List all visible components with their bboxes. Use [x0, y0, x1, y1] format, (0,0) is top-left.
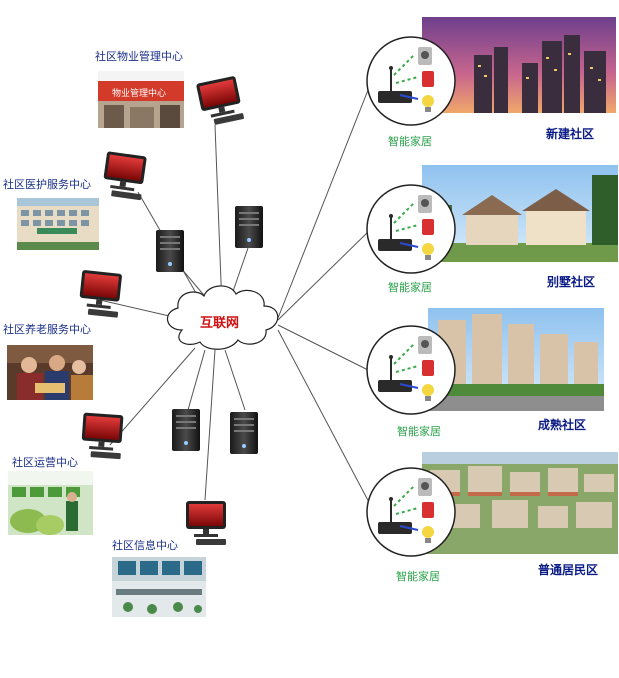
smart-home-icon: [366, 464, 456, 564]
smart-home-label: 智能家居: [388, 281, 432, 294]
desktop-computer-icon: [78, 410, 130, 466]
community-name-ordinary: 普通居民区: [538, 563, 599, 577]
tower-server-icon: [228, 410, 260, 460]
villa-community-photo: [422, 165, 618, 262]
tower-server-icon: [154, 228, 186, 278]
info-center-label: 社区信息中心: [112, 539, 178, 552]
mature-community-photo: [428, 308, 604, 411]
desktop-computer-icon: [100, 150, 152, 206]
smart-home-icon: [366, 181, 456, 281]
community-name-mature: 成熟社区: [538, 418, 587, 432]
tower-server-icon: [170, 407, 202, 457]
internet-cloud-icon: [167, 285, 279, 350]
medical-center-photo: [17, 198, 99, 250]
desktop-computer-icon: [196, 75, 248, 131]
medical-center-label: 社区医护服务中心: [3, 178, 91, 191]
internet-label: 互联网: [200, 316, 240, 331]
smart-home-label: 智能家居: [397, 425, 441, 438]
elderly-center-label: 社区养老服务中心: [3, 323, 91, 336]
property-center-label: 社区物业管理中心: [95, 50, 183, 63]
smart-home-label: 智能家居: [396, 570, 440, 583]
smart-home-label: 智能家居: [388, 135, 432, 148]
info-center-photo: [112, 557, 206, 617]
elderly-center-photo: [7, 345, 93, 400]
community-name-villa: 别墅社区: [547, 275, 596, 289]
operation-center-label: 社区运营中心: [12, 456, 78, 469]
tower-server-icon: [233, 204, 265, 254]
community-name-new: 新建社区: [546, 127, 595, 141]
desktop-computer-icon: [182, 497, 234, 553]
property-center-sign: 物业管理中心: [112, 89, 167, 99]
smart-home-icon: [366, 322, 456, 422]
new-community-photo: [422, 17, 616, 113]
smart-home-icon: [366, 33, 456, 133]
desktop-computer-icon: [76, 268, 128, 324]
property-center-photo: 物业管理中心: [98, 71, 184, 128]
operation-center-photo: [8, 471, 93, 535]
